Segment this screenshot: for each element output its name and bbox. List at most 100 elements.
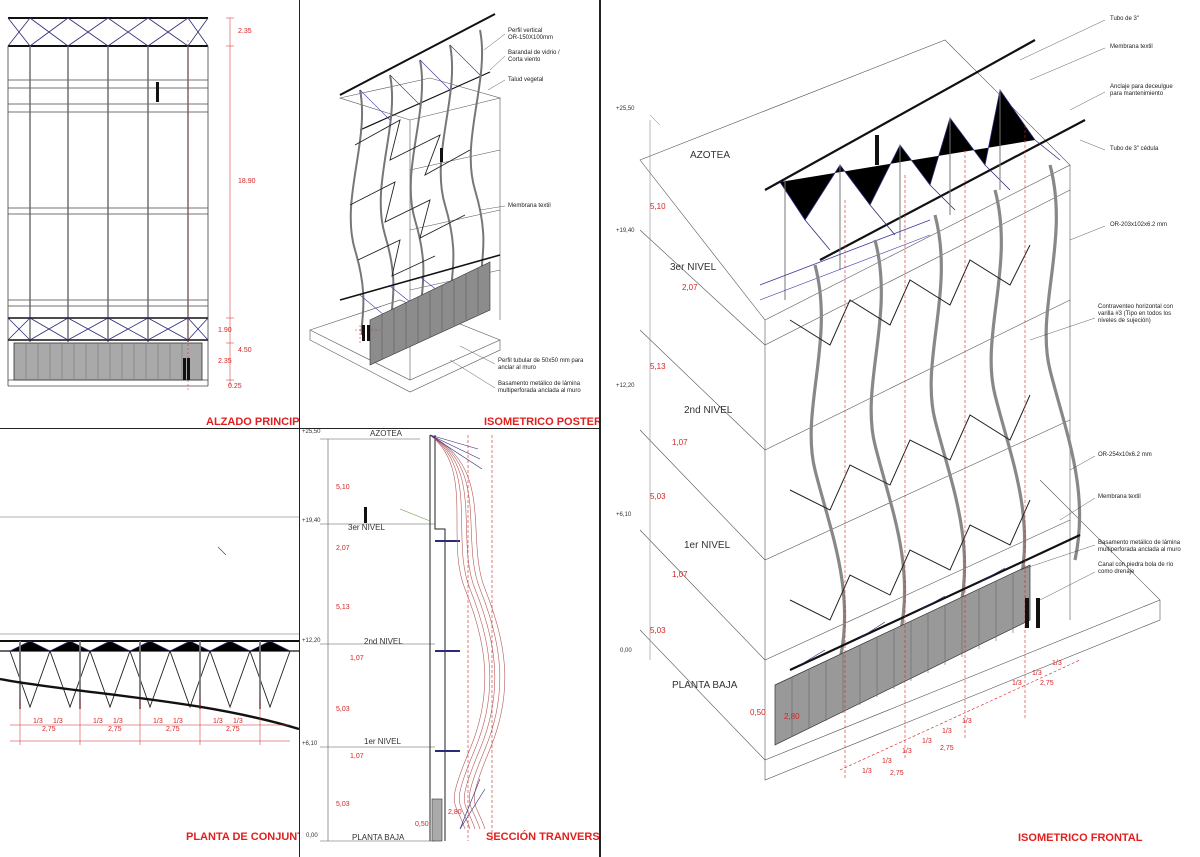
frontal-third-6: 1/3 <box>962 718 972 725</box>
frontal-height-3: 5,03 <box>650 492 666 501</box>
frontal-sub-2: 1,07 <box>672 438 688 447</box>
frontal-elev-3: +12,20 <box>616 383 635 389</box>
planta-span-1: 2,75 <box>42 726 56 733</box>
label-membrana2: Membrana textil <box>1098 494 1141 500</box>
label-contraviento-line3: niveles de sujeción) <box>1098 318 1151 324</box>
frontal-elev-1: +25,50 <box>616 106 635 112</box>
frontal-third-5: 1/3 <box>942 728 952 735</box>
label-basamento-frontal-line1: Basamento metálico de lámina <box>1098 540 1181 546</box>
label-anclaje: Anclaje para deceulgue para mantenimient… <box>1110 84 1173 98</box>
frontal-height-4: 5,03 <box>650 626 666 635</box>
divider-horizontal <box>0 428 600 429</box>
frontal-level-1: 1er NIVEL <box>684 540 731 551</box>
seccion-sub-1: 2,07 <box>336 545 350 552</box>
frontal-level-pb: PLANTA BAJA <box>672 680 738 691</box>
planta-third-1: 1/3 <box>33 718 43 725</box>
divider-vertical-right <box>599 0 601 857</box>
frontal-third-7: 1/3 <box>1012 680 1022 687</box>
title-isometrico-frontal: ISOMETRICO FRONTAL <box>1018 832 1143 844</box>
seccion-height-1: 5,10 <box>336 484 350 491</box>
panel-isometrico-frontal: +25,50 +19,40 +12,20 +6,10 0,00 AZOTEA 3… <box>600 0 1200 857</box>
planta-third-6: 1/3 <box>173 718 183 725</box>
panel-isometrico-posterior: Perfil vertical OR-150X100mm Barandal de… <box>300 0 599 428</box>
frontal-third-8: 1/3 <box>1032 670 1042 677</box>
title-planta-conjunto: PLANTA DE CONJUNTO <box>186 831 299 843</box>
label-or254: OR-254x10x6.2 mm <box>1098 452 1152 458</box>
planta-third-3: 1/3 <box>93 718 103 725</box>
label-basamento-posterior-line1: Basamento metálico de lámina <box>498 381 581 387</box>
frontal-level-azotea: AZOTEA <box>690 150 731 161</box>
seccion-height-4: 5,03 <box>336 801 350 808</box>
seccion-level-2: 2nd NIVEL <box>364 637 403 646</box>
panel-alzado-principal: 2.35 18.90 1.90 4.50 2.35 0.25 ALZADO PR… <box>0 0 299 428</box>
label-barandal-line2: Corta viento <box>508 57 541 63</box>
label-basamento-posterior: Basamento metálico de lámina multiperfor… <box>498 381 581 395</box>
frontal-level-2: 2nd NIVEL <box>684 405 733 416</box>
seccion-height-2: 5,13 <box>336 604 350 611</box>
label-canal: Canal con piedra bola de río como drenaj… <box>1098 562 1173 576</box>
label-anclaje-line2: para mantenimiento <box>1110 91 1164 97</box>
seccion-level-azotea: AZOTEA <box>370 429 403 438</box>
planta-third-7: 1/3 <box>213 718 223 725</box>
planta-drawing <box>0 516 299 745</box>
label-membrana-posterior: Membrana textil <box>508 203 551 209</box>
planta-third-2: 1/3 <box>53 718 63 725</box>
label-tubo3: Tubo de 3" <box>1110 16 1139 22</box>
alzado-dim-6: 0.25 <box>228 383 242 390</box>
frontal-third-3: 1/3 <box>902 748 912 755</box>
frontal-elev-4: +6,10 <box>616 512 632 518</box>
seccion-elev-2: +19,40 <box>302 518 321 524</box>
label-tubo-cedula: Tubo de 3" cédula <box>1110 146 1159 152</box>
frontal-sub-1: 2,07 <box>682 283 698 292</box>
label-perfil-vertical-line2: OR-150X100mm <box>508 35 554 41</box>
label-or203: OR-203x102x6.2 mm <box>1110 222 1168 228</box>
frontal-height-2: 5,13 <box>650 362 666 371</box>
alzado-dim-3: 1.90 <box>218 327 232 334</box>
label-perfil-vertical: Perfil vertical OR-150X100mm <box>508 28 553 42</box>
seccion-height-3: 5,03 <box>336 706 350 713</box>
seccion-base-1: 0,50 <box>415 821 429 828</box>
frontal-sub-3: 1,07 <box>672 570 688 579</box>
label-perfil-tubular: Perfil tubular de 50x50 mm para anclar a… <box>498 358 583 372</box>
label-perfil-tubular-line2: anclar al muro <box>498 365 537 371</box>
alzado-dim-5: 2.35 <box>218 358 232 365</box>
title-alzado-principal: ALZADO PRINCIPAL <box>206 416 299 428</box>
title-isometrico-posterior: ISOMETRICO POSTERIOR <box>484 416 599 428</box>
alzado-drawing <box>7 17 234 390</box>
seccion-sub-3: 1,07 <box>350 753 364 760</box>
planta-third-8: 1/3 <box>233 718 243 725</box>
seccion-level-1: 1er NIVEL <box>364 737 401 746</box>
frontal-third-1: 1/3 <box>862 768 872 775</box>
alzado-dim-1: 2.35 <box>238 28 252 35</box>
seccion-elev-4: +6,10 <box>302 741 318 747</box>
seccion-level-3: 3er NIVEL <box>348 523 385 532</box>
label-contraviento-line2: varilla #3 (Tipo en todos los <box>1098 311 1172 317</box>
frontal-height-1: 5,10 <box>650 202 666 211</box>
panel-planta-conjunto: 1/3 1/3 1/3 1/3 1/3 1/3 1/3 1/3 2,75 2,7… <box>0 429 299 857</box>
alzado-dim-4: 4.50 <box>238 347 252 354</box>
seccion-level-pb: PLANTA BAJA <box>352 833 405 842</box>
alzado-dim-2: 18.90 <box>238 178 256 185</box>
frontal-elev-5: 0,00 <box>620 648 632 654</box>
label-canal-line1: Canal con piedra bola de río <box>1098 562 1174 568</box>
frontal-base-2: 2,80 <box>784 712 800 721</box>
panel-seccion-transversal: +25,50 +19,40 +12,20 +6,10 0,00 AZOTEA 3… <box>300 429 599 857</box>
frontal-third-4: 1/3 <box>922 738 932 745</box>
seccion-drawing <box>320 434 506 842</box>
seccion-sub-2: 1,07 <box>350 655 364 662</box>
frontal-span-1: 2,75 <box>890 770 904 777</box>
frontal-third-2: 1/3 <box>882 758 892 765</box>
label-contraviento: Contraventeo horizontal con varilla #3 (… <box>1098 304 1173 325</box>
title-seccion-transversal: SECCIÓN TRANVERSAL <box>486 831 599 843</box>
iso-frontal-drawing <box>639 19 1161 781</box>
frontal-elev-2: +19,40 <box>616 228 635 234</box>
frontal-level-3: 3er NIVEL <box>670 262 717 273</box>
label-perfil-vertical-line1: Perfil vertical <box>508 28 543 34</box>
planta-span-2: 2,75 <box>108 726 122 733</box>
label-barandal: Barandal de vidrio / Corta viento <box>508 50 560 64</box>
label-basamento-frontal: Basamento metálico de lámina multiperfor… <box>1098 540 1181 554</box>
label-talud: Talud vegetal <box>508 77 544 83</box>
seccion-elev-3: +12,20 <box>302 638 321 644</box>
seccion-elev-1: +25,50 <box>302 429 321 435</box>
frontal-base-1: 0,50 <box>750 708 766 717</box>
